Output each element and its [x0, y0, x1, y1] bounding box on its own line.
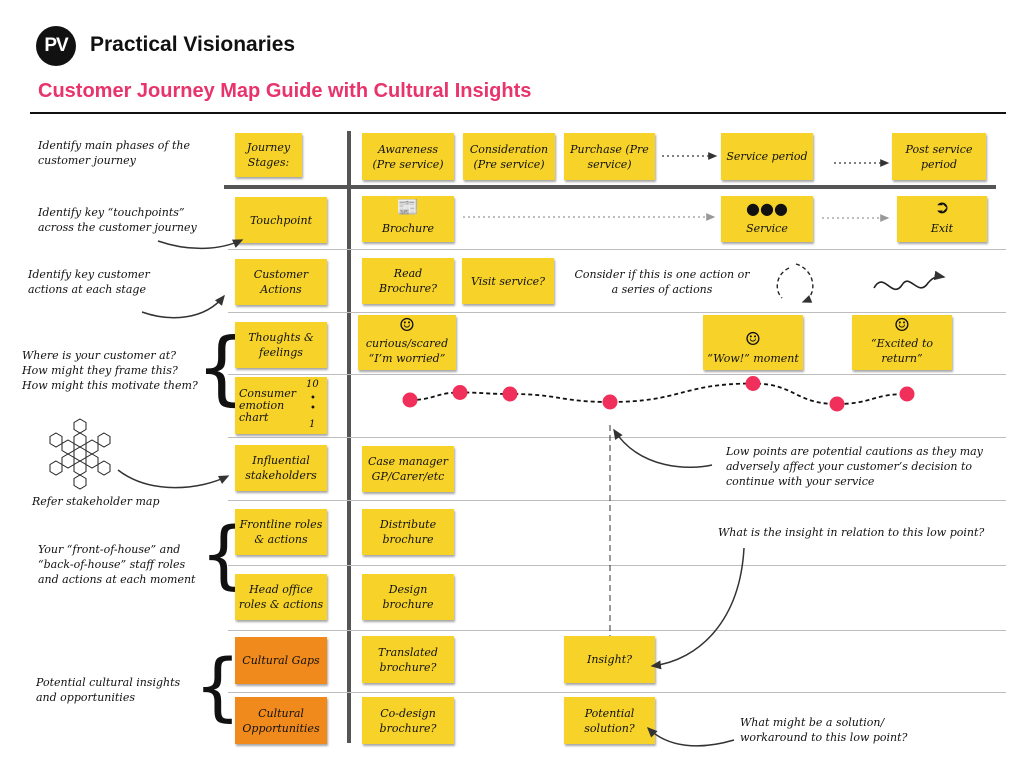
brand-name: Practical Visionaries	[90, 33, 296, 56]
title-divider	[30, 112, 1006, 114]
smile-face-icon: ☺	[744, 329, 762, 350]
action-consider-note: Consider if this is one action or a seri…	[574, 268, 750, 296]
row-divider	[228, 500, 1006, 501]
low-point-arrow	[613, 428, 713, 469]
stage-service-period: Service period	[721, 133, 813, 180]
note-phases: Identify main phases of the customer jou…	[38, 139, 190, 167]
note-frame: Where is your customer at? How might the…	[22, 349, 198, 392]
emotion-point	[899, 386, 915, 402]
emotion-scale-bottom: 1	[309, 419, 316, 430]
opportunity-solution: Potential solution?	[564, 697, 655, 744]
neutral-face-icon: ☺	[398, 315, 416, 336]
brand-logo: PV	[36, 26, 76, 66]
action-read-brochure: Read Brochure?	[362, 258, 454, 304]
note-stakeholders: Refer stakeholder map	[32, 495, 160, 508]
touchpoint-brochure-label: Brochure	[381, 222, 435, 235]
emotion-point	[745, 376, 761, 391]
row-divider	[228, 437, 1006, 438]
emotion-point	[829, 396, 845, 412]
thought-wow-label: “Wow!” moment	[707, 352, 799, 365]
row-divider	[228, 630, 1006, 631]
row-divider	[228, 565, 1006, 566]
emotion-point	[402, 392, 418, 408]
cycle-arrow-icon	[795, 263, 814, 303]
note-arrow	[157, 239, 244, 250]
thought-wow: ☺ “Wow!” moment	[703, 315, 803, 370]
note-arrow	[141, 294, 225, 319]
gap-insight: Insight?	[564, 636, 655, 683]
annotation-low-points: Low points are potential cautions as the…	[726, 445, 983, 488]
emotion-chart-label: Consumer emotion chart	[239, 386, 297, 424]
thought-excited-label: “Excited to return”	[870, 337, 934, 365]
thought-excited: ☺ “Excited to return”	[852, 315, 952, 370]
label-head-office: Head office roles & actions	[235, 574, 327, 620]
touchpoint-service-label: Service	[746, 222, 788, 235]
annotation-solution-question: What might be a solution/ workaround to …	[740, 716, 908, 744]
emotion-scale-dots: ••	[310, 393, 316, 414]
brace-cultural: {	[194, 644, 242, 730]
row-divider	[228, 249, 1006, 250]
touchpoint-exit: ➲ Exit	[897, 196, 987, 242]
stage-consideration: Consideration (Pre service)	[463, 133, 555, 180]
row-divider	[228, 312, 1006, 313]
solution-arrow	[646, 726, 735, 747]
emotion-point	[452, 385, 468, 400]
opportunity-codesign: Co-design brochure?	[362, 697, 454, 744]
row-divider	[228, 692, 1006, 693]
stage-divider	[224, 185, 996, 189]
label-customer-actions: Customer Actions	[235, 259, 327, 305]
row-divider	[228, 374, 1006, 375]
label-thoughts-feelings: Thoughts & feelings	[235, 322, 327, 368]
action-visit-service: Visit service?	[462, 258, 554, 304]
stage-awareness: Awareness (Pre service)	[362, 133, 454, 180]
note-arrow	[117, 469, 230, 489]
stage-purchase: Purchase (Pre service)	[564, 133, 655, 180]
note-staff: Your “front-of-house” and “back-of-house…	[38, 543, 196, 586]
gap-translated-brochure: Translated brochure?	[362, 636, 454, 683]
note-touchpoints: Identify key “touchpoints” across the cu…	[38, 206, 197, 234]
label-frontline: Frontline roles & actions	[235, 509, 327, 555]
label-cultural-gaps: Cultural Gaps	[235, 637, 327, 684]
emotion-scale-top: 10	[306, 379, 319, 390]
label-journey-stages: Journey Stages:	[235, 133, 302, 177]
note-cultural: Potential cultural insights and opportun…	[36, 676, 181, 704]
label-touchpoint: Touchpoint	[235, 197, 327, 243]
exit-icon: ➲	[934, 197, 950, 218]
thought-worried-label: curious/scared “I’m worried”	[365, 337, 449, 365]
emotion-point	[502, 386, 518, 402]
stakeholder-case-manager: Case manager GP/Carer/etc	[362, 446, 454, 492]
thought-worried: ☺ curious/scared “I’m worried”	[358, 315, 456, 370]
emotion-line	[409, 382, 908, 405]
label-emotion-chart: Consumer emotion chart	[235, 377, 327, 434]
frontline-distribute: Distribute brochure	[362, 509, 454, 555]
emotion-point	[602, 394, 618, 410]
cycle-arrow-icon	[776, 267, 790, 299]
touchpoint-exit-label: Exit	[930, 222, 954, 235]
annotation-insight-question: What is the insight in relation to this …	[718, 526, 985, 539]
people-icon: ●●●	[746, 199, 788, 218]
headoffice-design: Design brochure	[362, 574, 454, 620]
label-influential-stakeholders: Influential stakeholders	[235, 445, 327, 491]
brochure-icon: 📰	[396, 197, 420, 218]
touchpoint-service: ●●● Service	[721, 196, 813, 242]
squiggle-arrow-icon	[873, 270, 946, 291]
touchpoint-brochure: 📰 Brochure	[362, 196, 454, 242]
page-title: Customer Journey Map Guide with Cultural…	[38, 80, 532, 102]
smile-face-icon: ☺	[893, 315, 911, 336]
label-cultural-opportunities: Cultural Opportunities	[235, 697, 327, 744]
note-actions: Identify key customer actions at each st…	[28, 268, 150, 296]
stage-post-service: Post service period	[892, 133, 986, 180]
